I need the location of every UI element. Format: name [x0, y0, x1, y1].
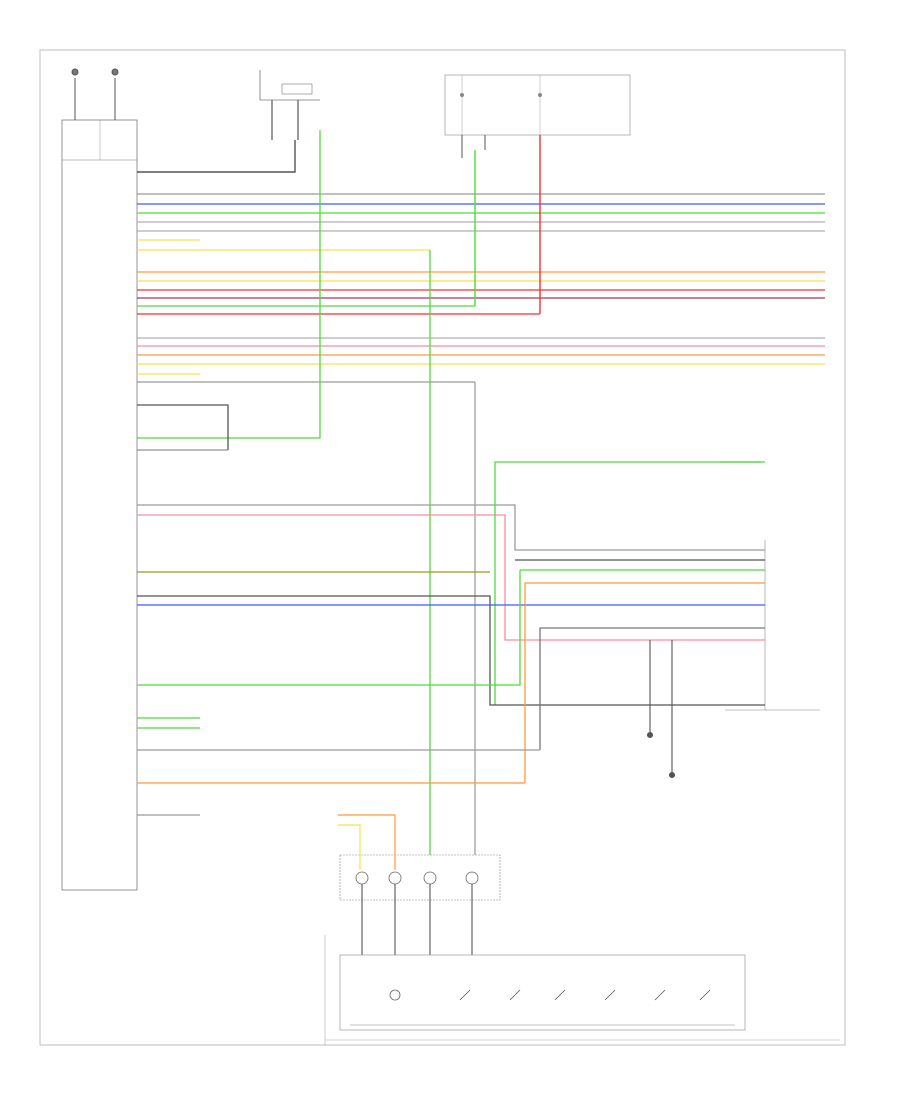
diagram-frame: [39, 49, 846, 1046]
ground-drops: [646, 640, 676, 779]
switch-panel: [444, 74, 631, 158]
ground-loop: [137, 404, 229, 450]
camera-harness: [137, 461, 765, 783]
short-stubs: [137, 239, 540, 383]
steering-switch-panel: [338, 814, 501, 901]
lower-left-lines: [137, 717, 540, 816]
antenna-module: [137, 70, 320, 173]
bottom-switch-bank: [324, 935, 840, 1045]
switch-feeds: [474, 135, 541, 314]
audio-module: [61, 119, 138, 891]
fuse-connectors: [71, 68, 119, 120]
antenna-green-feed: [137, 130, 321, 439]
harness-lines: [137, 193, 825, 365]
switch-bank-feeds: [361, 884, 473, 960]
camera-module: [725, 540, 820, 711]
